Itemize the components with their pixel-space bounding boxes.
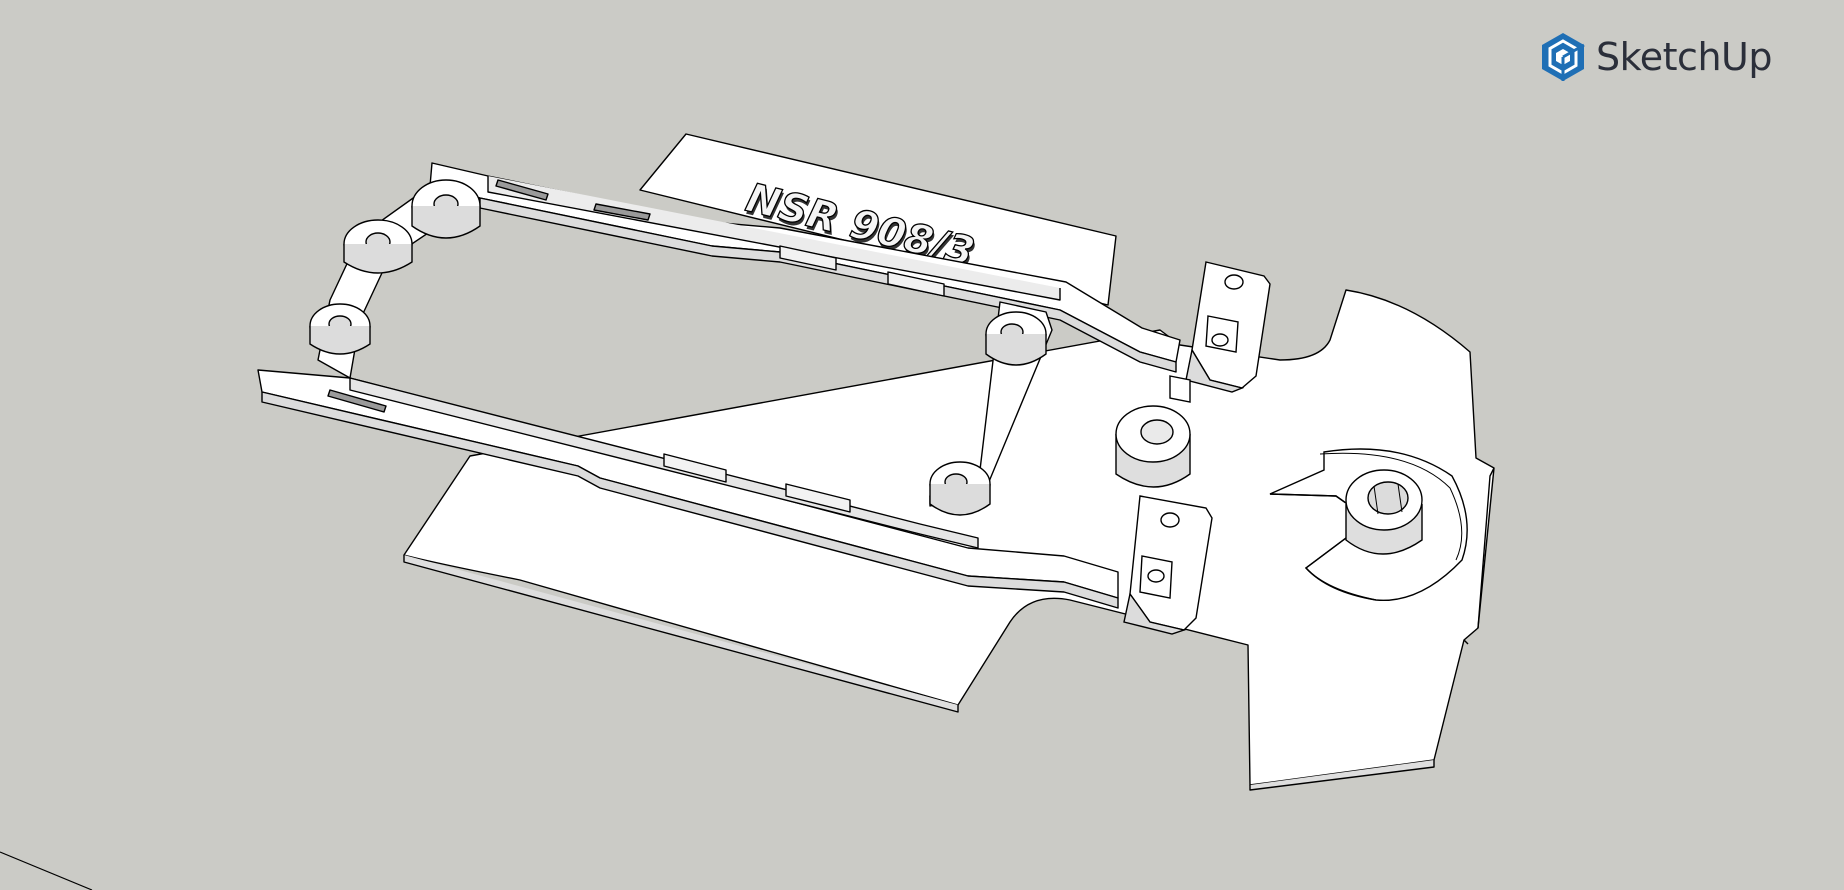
sketchup-logo-icon (1542, 33, 1585, 81)
guide-boss (1269, 448, 1468, 602)
axle-block-upper (1185, 261, 1271, 393)
brand-name: SketchUp (1596, 35, 1772, 79)
mount-lug-front-2 (929, 461, 991, 516)
axis-line (0, 851, 93, 890)
chassis-frame[interactable] (257, 162, 1181, 609)
mount-lug-rear-3 (309, 303, 371, 355)
axle-blocks[interactable] (1123, 261, 1271, 635)
axle-block-lower (1123, 495, 1213, 635)
mount-lug-front-1 (985, 311, 1047, 366)
mount-lug-rear-2 (343, 219, 413, 274)
mount-lugs[interactable] (309, 179, 1047, 516)
brand-watermark: SketchUp (1540, 30, 1772, 84)
mount-bosses[interactable] (1115, 405, 1468, 602)
center-boss (1115, 405, 1191, 488)
mount-lug-rear-1 (411, 179, 481, 239)
